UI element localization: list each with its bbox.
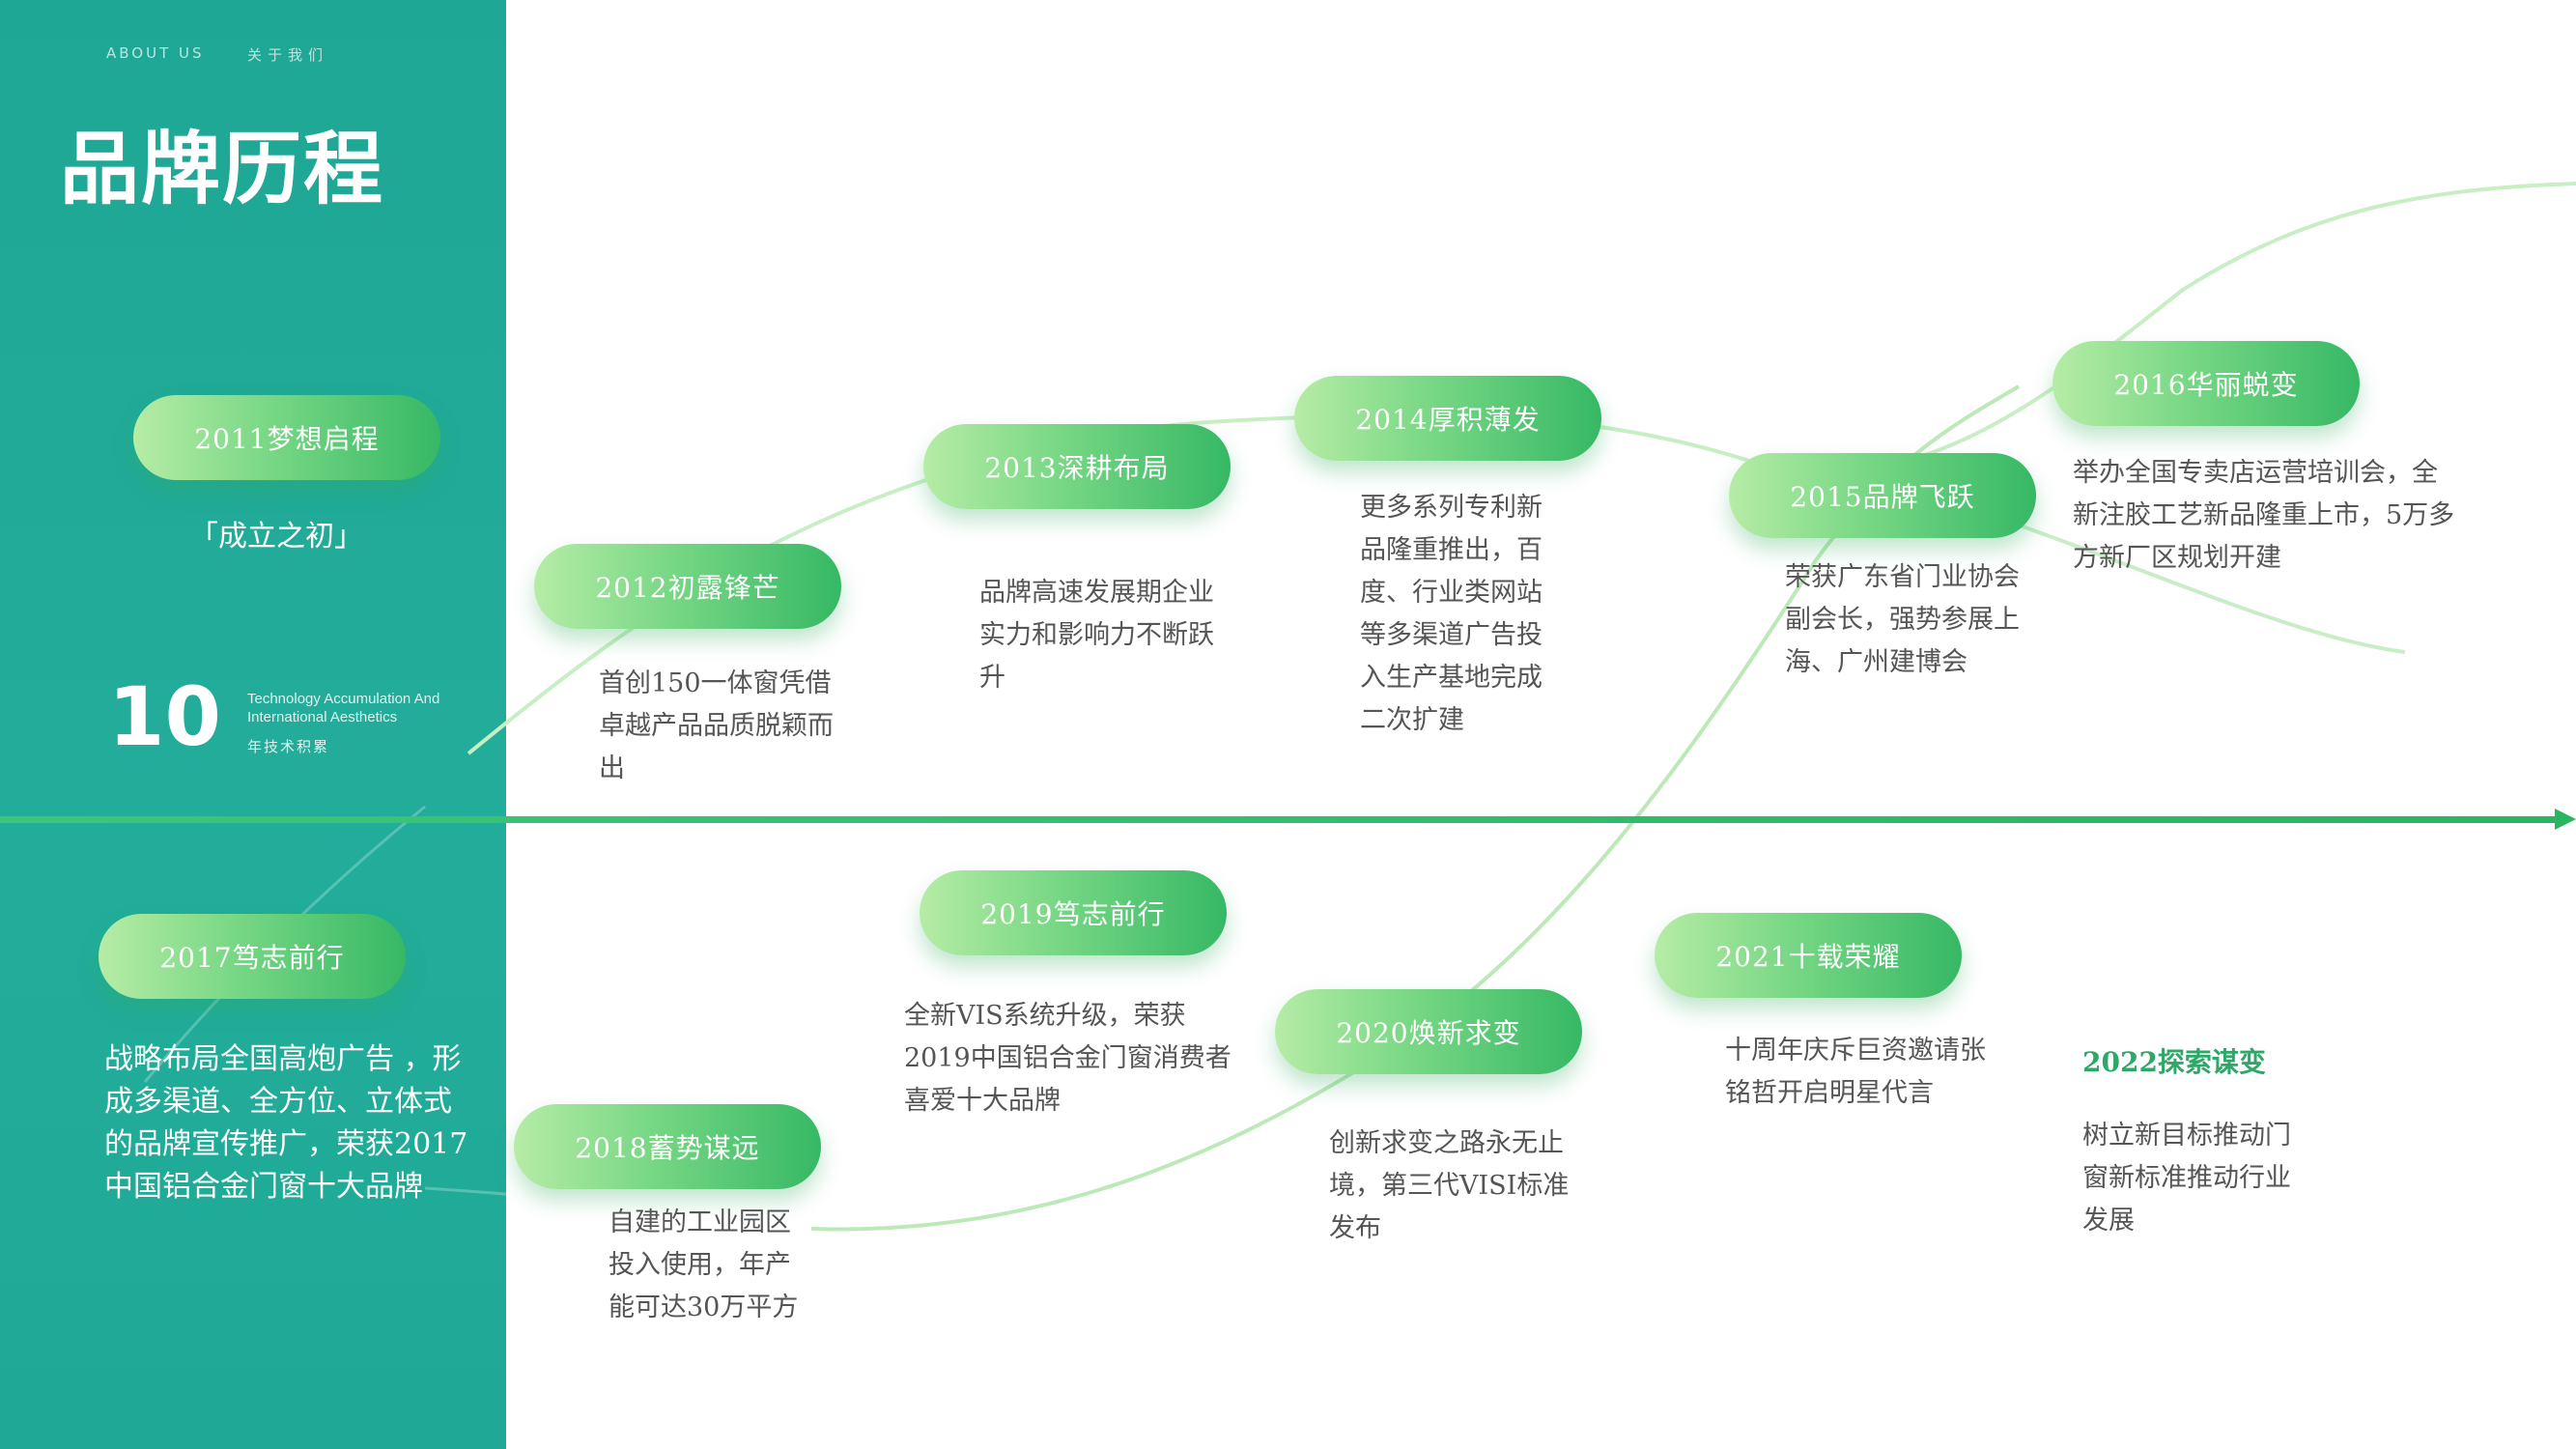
years-cn-caption: 年技术积累 [247,738,330,755]
milestone-2016-desc: 举办全国专卖店运营培训会，全新注胶工艺新品隆重上市，5万多方新厂区规划开建 [2073,458,2455,573]
milestone-2020-pill: 2020焕新求变 [1275,989,1582,1074]
milestone-2011-pill: 2011梦想启程 [133,395,440,480]
milestone-2013-pill: 2013深耕布局 [923,424,1231,509]
milestone-2018-desc: 自建的工业园区投入使用，年产能可达30万平方 [609,1208,799,1322]
milestone-2019-pill: 2019笃志前行 [920,870,1227,955]
milestone-2014-desc: 更多系列专利新品隆重推出，百度、行业类网站等多渠道广告投入生产基地完成二次扩建 [1360,493,1543,735]
milestone-2019-desc: 全新VIS系统升级，荣获2019中国铝合金门窗消费者喜爱十大品牌 [904,1001,1231,1116]
milestone-2015-desc: 荣获广东省门业协会副会长，强势参展上海、广州建博会 [1785,562,2020,677]
years-en-caption: Technology Accumulation And Internationa… [247,691,440,725]
milestone-2022-title: 2022探索谋变 [2082,1046,2266,1078]
page-title: 品牌历程 [60,123,385,215]
milestone-2021-desc: 十周年庆斥巨资邀请张铭哲开启明星代言 [1725,1036,1986,1108]
milestone-2017-pill: 2017笃志前行 [99,914,406,999]
sidebar-panel: ABOUT US 关于我们 品牌历程 「成立之初」 10 Technology … [0,0,506,1449]
lower-left-curve [424,1186,580,1205]
about-us-cn-label: 关于我们 [247,46,329,64]
lower-right-curve [2008,520,2406,654]
milestone-2012-pill: 2012初露锋芒 [534,544,841,629]
milestone-2014-pill: 2014厚积薄发 [1294,376,1601,461]
years-number: 10 [108,669,221,764]
about-us-label: ABOUT US [106,44,205,62]
axis-arrow-icon [2555,809,2576,830]
origin-label: 「成立之初」 [189,520,363,554]
milestone-2020-desc: 创新求变之路永无止境，第三代VISI标准发布 [1329,1128,1570,1243]
milestone-2017-desc: 战略布局全国高炮广告 ，形成多渠道、全方位、立体式的品牌宣传推广，荣获2017中… [104,1042,468,1204]
milestone-2021-pill: 2021十载荣耀 [1655,913,1962,998]
milestone-2018-pill: 2018蓄势谋远 [514,1104,821,1189]
milestone-2013-desc: 品牌高速发展期企业实力和影响力不断跃升 [979,578,1214,693]
milestone-2015-pill: 2015品牌飞跃 [1729,453,2036,538]
milestone-2022-desc: 树立新目标推动门窗新标准推动行业发展 [2082,1121,2291,1236]
milestone-2012-desc: 首创150一体窗凭借卓越产品品质脱颖而出 [599,668,834,783]
timeline-axis [0,816,2555,823]
milestone-2016-pill: 2016华丽蜕变 [2052,341,2360,426]
